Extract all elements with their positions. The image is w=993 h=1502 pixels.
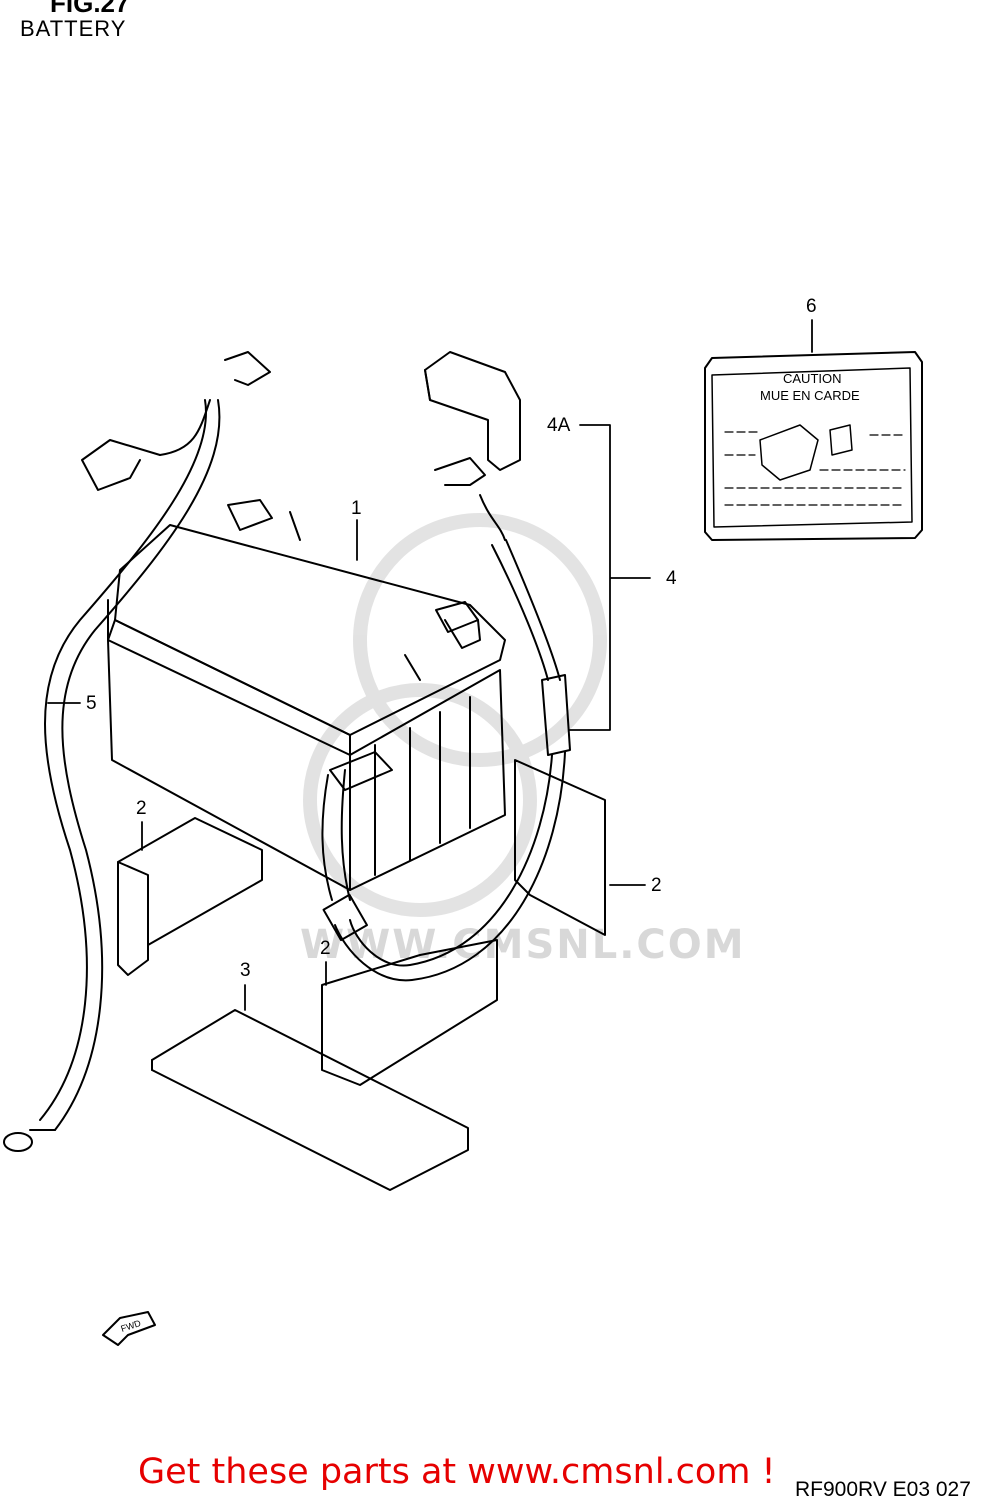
watermark-logo [303,513,607,917]
ground-wire-part-5 [3,351,271,1152]
callout-1: 1 [351,498,362,519]
callout-2-left: 2 [136,798,147,819]
tray-plate-part-3 [151,1009,469,1191]
callout-2-front: 2 [320,938,331,959]
battery-case-part-2-left [117,817,263,976]
leader-lines [47,319,813,1011]
caution-label-part-6: CAUTION MUE EN CARDE [704,351,923,541]
lead-wire-part-4 [321,457,571,982]
get-parts-link[interactable]: Get these parts at www.cmsnl.com ! [138,1452,776,1492]
caution-label-line1: CAUTION [783,371,842,386]
watermark: WWW.CMSNL.COM [300,922,746,968]
callout-5: 5 [86,693,97,714]
callout-6: 6 [806,296,817,317]
battery-case-part-2-right [514,759,606,936]
fwd-arrow-icon: FWD [102,1311,156,1346]
battery-case-part-2-front [321,939,498,1086]
callout-3: 3 [240,960,251,981]
diagram-reference-code: RF900RV E03 027 [795,1478,971,1501]
callout-4a: 4A [547,415,571,436]
figure-title: FIG.27 [50,0,130,18]
callout-2-right: 2 [651,875,662,896]
callout-4: 4 [666,568,677,589]
caution-label-line2: MUE EN CARDE [760,388,860,403]
terminal-cover-part-4a [424,351,521,471]
leader-4 [569,424,651,731]
figure-subtitle: BATTERY [20,16,127,41]
battery-part-1 [107,499,506,891]
